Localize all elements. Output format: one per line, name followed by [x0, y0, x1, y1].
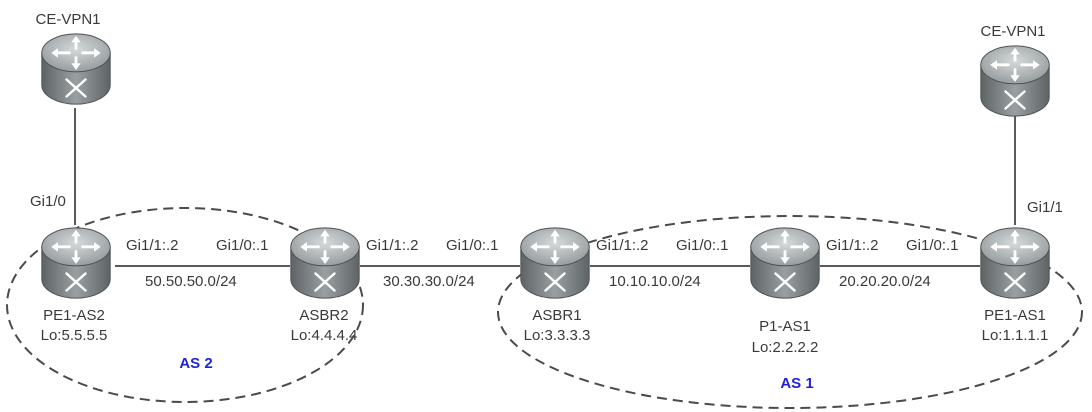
interface-label-pe1-as1-gi1-0: Gi1/0:.1 — [906, 237, 959, 254]
interface-label-asbr1-gi1-1: Gi1/1:.2 — [596, 237, 649, 254]
as1-region — [497, 215, 1083, 409]
interface-label-p1-as1-gi1-1: Gi1/1:.2 — [826, 237, 879, 254]
router-name-ce-vpn1-left: CE-VPN1 — [35, 11, 100, 28]
interface-label-p1-as1-gi1-0: Gi1/0:.1 — [676, 237, 729, 254]
as2-label: AS 2 — [179, 355, 212, 372]
loopback-asbr2: Lo:4.4.4.4 — [291, 327, 358, 344]
interface-label-asbr1-gi1-0: Gi1/0:.1 — [446, 237, 499, 254]
router-icon — [749, 226, 821, 300]
router-icon — [40, 32, 112, 106]
interface-label-gi1-1: Gi1/1 — [1027, 199, 1063, 216]
interface-label-asbr2-gi1-0: Gi1/0:.1 — [216, 237, 269, 254]
as1-label: AS 1 — [780, 375, 813, 392]
router-name-pe1-as1: PE1-AS1 — [984, 307, 1046, 324]
router-icon — [519, 226, 591, 300]
interface-label-asbr2-gi1-1: Gi1/1:.2 — [366, 237, 419, 254]
as2-region — [6, 207, 364, 403]
router-icon — [289, 226, 361, 300]
subnet-label-10: 10.10.10.0/24 — [609, 273, 701, 290]
router-name-p1-as1: P1-AS1 — [759, 318, 811, 335]
router-icon — [40, 226, 112, 300]
router-name-pe1-as2: PE1-AS2 — [43, 307, 105, 324]
subnet-label-50: 50.50.50.0/24 — [145, 273, 237, 290]
router-name-asbr1: ASBR1 — [532, 307, 581, 324]
router-name-ce-vpn1-right: CE-VPN1 — [980, 23, 1045, 40]
router-icon — [979, 44, 1051, 118]
loopback-pe1-as1: Lo:1.1.1.1 — [982, 327, 1049, 344]
router-icon — [979, 226, 1051, 300]
interface-label-pe1-as2-gi1-1: Gi1/1:.2 — [126, 237, 179, 254]
subnet-label-20: 20.20.20.0/24 — [839, 273, 931, 290]
interface-label-gi1-0: Gi1/0 — [30, 193, 66, 210]
loopback-asbr1: Lo:3.3.3.3 — [524, 327, 591, 344]
loopback-p1-as1: Lo:2.2.2.2 — [752, 339, 819, 356]
router-name-asbr2: ASBR2 — [299, 307, 348, 324]
subnet-label-30: 30.30.30.0/24 — [383, 273, 475, 290]
loopback-pe1-as2: Lo:5.5.5.5 — [41, 327, 108, 344]
